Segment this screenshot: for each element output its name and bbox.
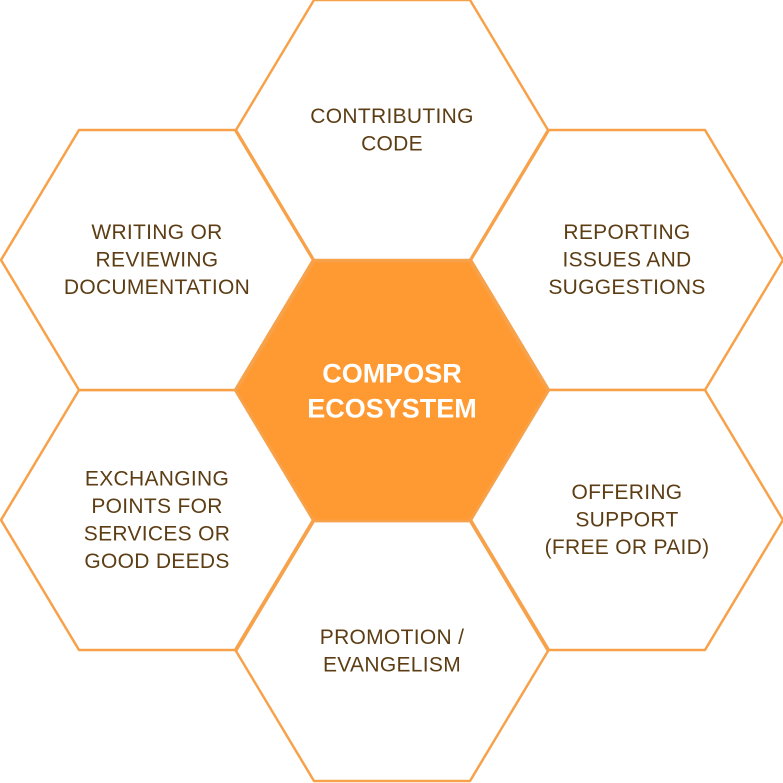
- hex-shape: [469, 388, 783, 652]
- hex-label: PROMOTION / EVANGELISM: [320, 626, 464, 677]
- hex-label-line: COMPOSR: [322, 359, 462, 389]
- hex-label: CONTRIBUTING CODE: [310, 105, 473, 156]
- hex-label: WRITING OR REVIEWING DOCUMENTATION: [64, 221, 250, 299]
- hex-label-line: CODE: [361, 132, 423, 155]
- hex-label-line: EXCHANGING: [85, 467, 229, 490]
- hex-label-line: WRITING OR: [91, 221, 222, 244]
- hex-label-line: REPORTING: [563, 221, 690, 244]
- hex-exchanging-points: EXCHANGING POINTS FOR SERVICES OR GOOD DEED…: [0, 388, 315, 652]
- hex-label: EXCHANGING POINTS FOR SERVICES OR GOOD DEED…: [84, 467, 230, 573]
- hex-center-composr-ecosystem: COMPOSR ECOSYSTEM: [234, 259, 550, 523]
- hex-label-line: GOOD DEEDS: [84, 550, 229, 573]
- hex-label-line: PROMOTION /: [320, 626, 464, 649]
- hex-label-line: DOCUMENTATION: [64, 276, 250, 299]
- hex-label-line: SUPPORT: [575, 509, 678, 532]
- hex-reporting-issues: REPORTING ISSUES AND SUGGESTIONS: [469, 128, 783, 392]
- hex-label-line: REVIEWING: [96, 249, 219, 272]
- hex-label-line: CONTRIBUTING: [310, 105, 473, 128]
- hex-label: REPORTING ISSUES AND SUGGESTIONS: [548, 221, 705, 299]
- hex-writing-docs: WRITING OR REVIEWING DOCUMENTATION: [0, 128, 315, 392]
- hex-label-line: POINTS FOR: [91, 495, 222, 518]
- hex-label-line: SERVICES OR: [84, 522, 230, 545]
- hex-label: OFFERING SUPPORT (FREE OR PAID): [545, 481, 710, 559]
- hex-label-line: ECOSYSTEM: [307, 394, 477, 424]
- hex-label-line: SUGGESTIONS: [548, 276, 705, 299]
- center-hex-shape: [234, 259, 550, 523]
- hex-label-line: ISSUES AND: [562, 249, 691, 272]
- hex-shape: [0, 128, 315, 392]
- center-label: COMPOSR ECOSYSTEM: [307, 359, 477, 424]
- hex-promotion: PROMOTION / EVANGELISM: [234, 519, 550, 783]
- hex-offering-support: OFFERING SUPPORT (FREE OR PAID): [469, 388, 783, 652]
- hex-label-line: (FREE OR PAID): [545, 536, 710, 559]
- hex-label-line: OFFERING: [572, 481, 683, 504]
- hex-label-line: EVANGELISM: [323, 653, 461, 676]
